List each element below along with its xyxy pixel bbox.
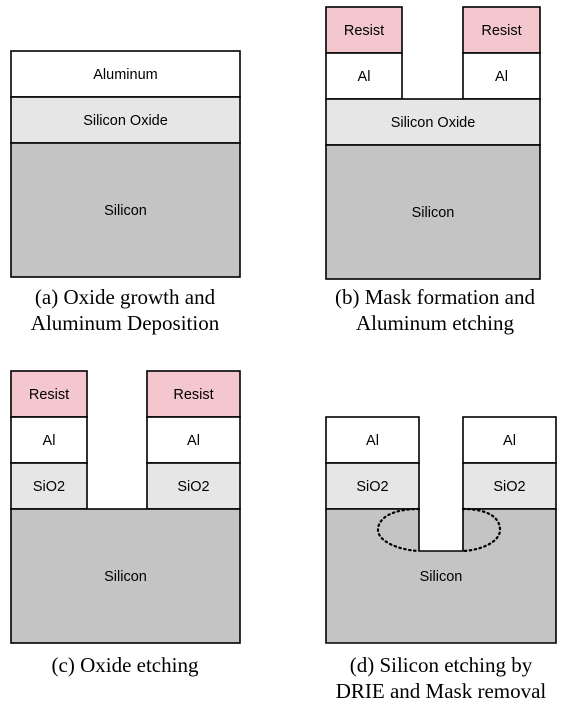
oxide-layer: [10, 96, 241, 144]
caption-line-1: (c) Oxide etching: [52, 653, 199, 677]
al-left-label: Al: [366, 433, 379, 449]
undercut-outline-right: [461, 507, 502, 553]
al-right-label: Al: [495, 69, 508, 85]
resist-right: [146, 370, 241, 418]
al-left-label: Al: [358, 69, 371, 85]
caption-line-2: DRIE and Mask removal: [336, 679, 547, 703]
panel-c: Resist Resist Al Al SiO2 SiO2 Silicon (c…: [10, 370, 241, 677]
caption-line-1: (a) Oxide growth and: [35, 285, 216, 309]
resist-right-label: Resist: [481, 23, 521, 39]
resist-right-label: Resist: [173, 387, 213, 403]
aluminum-layer: [10, 50, 241, 98]
caption-line-1: (b) Mask formation and: [335, 285, 536, 309]
silicon-label: Silicon: [104, 203, 147, 219]
panel-d: Al Al SiO2 SiO2 Silicon (d) Silicon etch…: [325, 416, 557, 703]
silicon-substrate: [325, 144, 541, 280]
oxide-left: [325, 462, 420, 510]
oxide-label: Silicon Oxide: [391, 115, 476, 131]
silicon-label: Silicon: [104, 569, 147, 585]
oxide-label: Silicon Oxide: [83, 113, 168, 129]
al-left-label: Al: [43, 433, 56, 449]
caption-line-1: (d) Silicon etching by: [350, 653, 533, 677]
oxide-right-label: SiO2: [177, 479, 209, 495]
oxide-right-label: SiO2: [493, 479, 525, 495]
al-right: [462, 416, 557, 464]
undercut-outline-left: [376, 507, 421, 553]
silicon-substrate: [10, 142, 241, 278]
panel-a: Aluminum Silicon Oxide Silicon (a) Oxide…: [10, 50, 241, 335]
al-left: [10, 416, 88, 464]
oxide-layer: [325, 98, 541, 146]
al-left: [325, 416, 420, 464]
al-right-label: Al: [503, 433, 516, 449]
oxide-left-label: SiO2: [33, 479, 65, 495]
aluminum-label: Aluminum: [93, 67, 157, 83]
al-left: [325, 52, 403, 100]
caption-line-2: Aluminum Deposition: [31, 311, 220, 335]
silicon-substrate: [10, 508, 241, 644]
oxide-left-label: SiO2: [356, 479, 388, 495]
silicon-label: Silicon: [412, 205, 455, 221]
oxide-right: [462, 462, 557, 510]
caption-line-2: Aluminum etching: [356, 311, 515, 335]
resist-left: [325, 6, 403, 54]
al-right-label: Al: [187, 433, 200, 449]
panel-b: Resist Resist Al Al Silicon Oxide Silico…: [325, 6, 541, 335]
oxide-left: [10, 462, 88, 510]
resist-left: [10, 370, 88, 418]
resist-left-label: Resist: [344, 23, 384, 39]
silicon-label: Silicon: [420, 569, 463, 585]
resist-left-label: Resist: [29, 387, 69, 403]
